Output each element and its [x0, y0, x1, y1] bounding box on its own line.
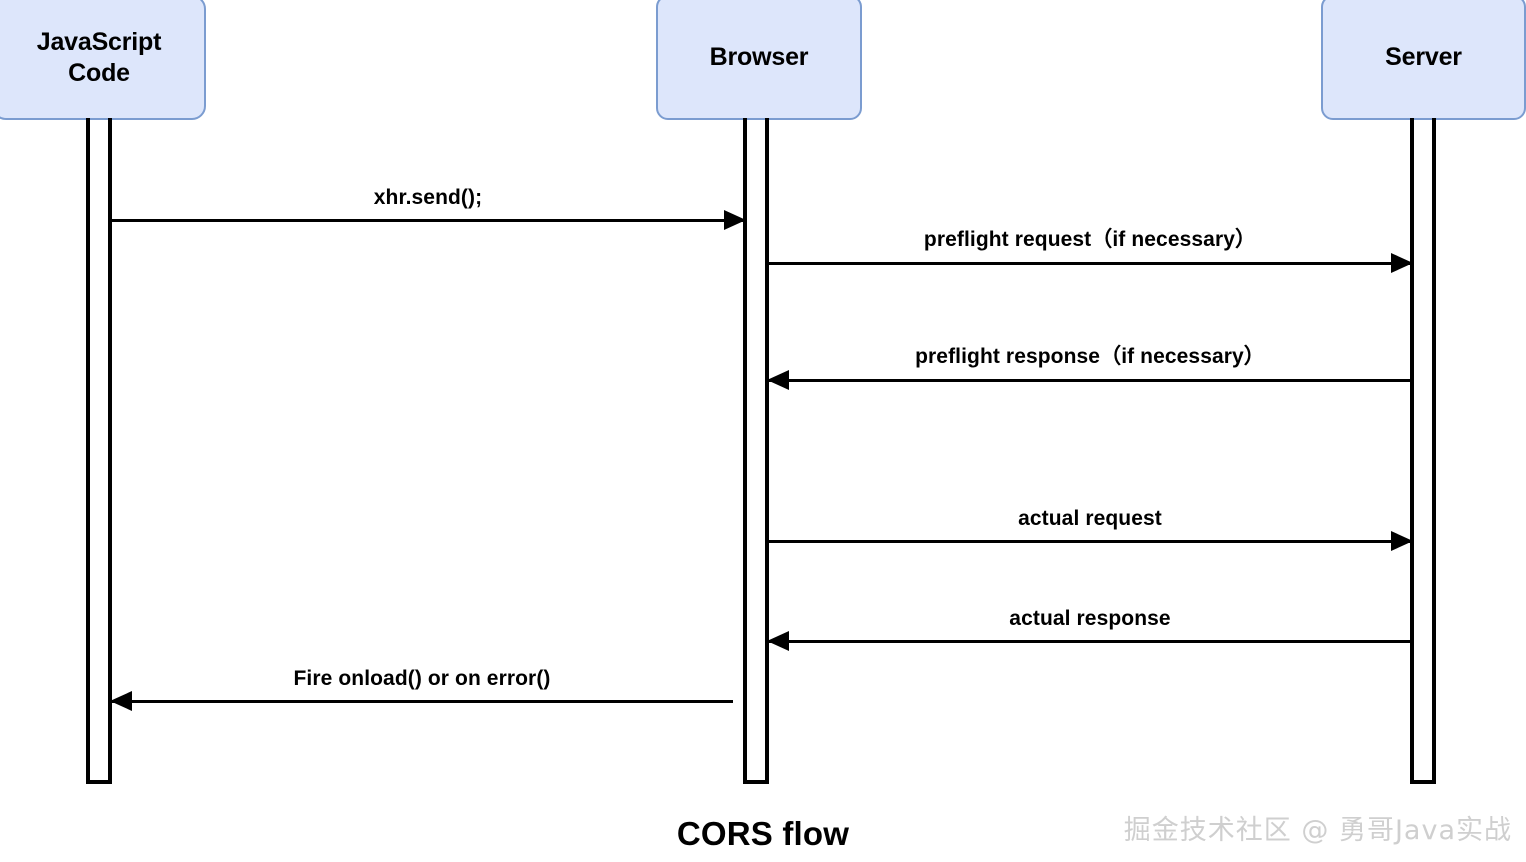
- arrow-left-icon: [767, 370, 789, 390]
- message-preflight-request-label: preflight request（if necessary）: [923, 228, 1257, 251]
- participant-javascript-code-label-line2: Code: [68, 58, 130, 87]
- diagram-title: CORS flow: [676, 815, 850, 852]
- participant-browser-label: Browser: [709, 43, 809, 72]
- arrow-left-icon: [767, 631, 789, 651]
- message-actual-response-line: [768, 640, 1412, 643]
- message-fire-onload-label: Fire onload() or on error(): [293, 667, 551, 690]
- participant-server-label: Server: [1385, 43, 1462, 72]
- lifeline-javascript-code: [86, 118, 112, 784]
- message-actual-response-label: actual response: [1009, 607, 1171, 630]
- arrow-right-icon: [724, 210, 746, 230]
- participant-browser: Browser: [656, 0, 862, 120]
- message-xhr-send-label: xhr.send();: [373, 186, 483, 209]
- message-preflight-response-line: [768, 379, 1412, 382]
- message-xhr-send-line: [111, 219, 745, 222]
- participant-javascript-code-label-line1: JavaScript: [36, 28, 162, 56]
- message-preflight-request-line: [768, 262, 1412, 265]
- lifeline-browser: [743, 118, 769, 784]
- lifeline-server: [1410, 118, 1436, 784]
- message-actual-request-line: [768, 540, 1412, 543]
- message-actual-request-label: actual request: [1018, 507, 1162, 530]
- participant-server: Server: [1321, 0, 1526, 120]
- message-fire-onload-line: [111, 700, 733, 703]
- arrow-right-icon: [1391, 531, 1413, 551]
- participant-javascript-code: JavaScript Code: [0, 0, 206, 120]
- message-preflight-response-label: preflight response（if necessary）: [915, 345, 1265, 368]
- watermark: 掘金技术社区 @ 勇哥Java实战: [1123, 815, 1512, 846]
- arrow-left-icon: [110, 691, 132, 711]
- arrow-right-icon: [1391, 253, 1413, 273]
